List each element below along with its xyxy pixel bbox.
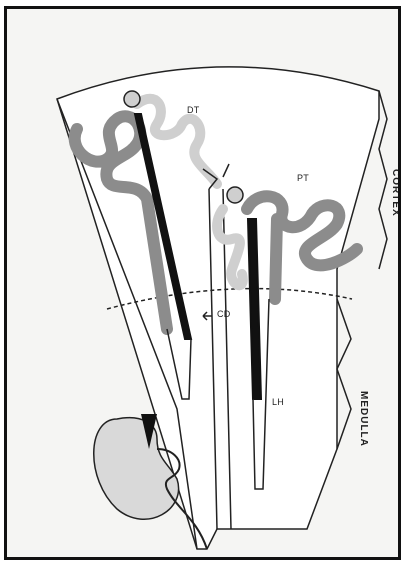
figure-frame: DT PT CD LH CORTEX MEDULLA <box>4 6 401 560</box>
right-glomerulus <box>227 187 243 203</box>
label-cd: CD <box>217 309 230 319</box>
medulla-brace <box>337 299 351 449</box>
label-dt: DT <box>187 105 199 115</box>
label-medulla: MEDULLA <box>358 391 369 447</box>
cortex-brace <box>379 91 387 269</box>
label-lh: LH <box>272 397 284 407</box>
label-pt: PT <box>297 173 309 183</box>
label-cortex: CORTEX <box>390 169 401 217</box>
nephron-diagram <box>7 9 398 557</box>
left-glomerulus <box>124 91 140 107</box>
